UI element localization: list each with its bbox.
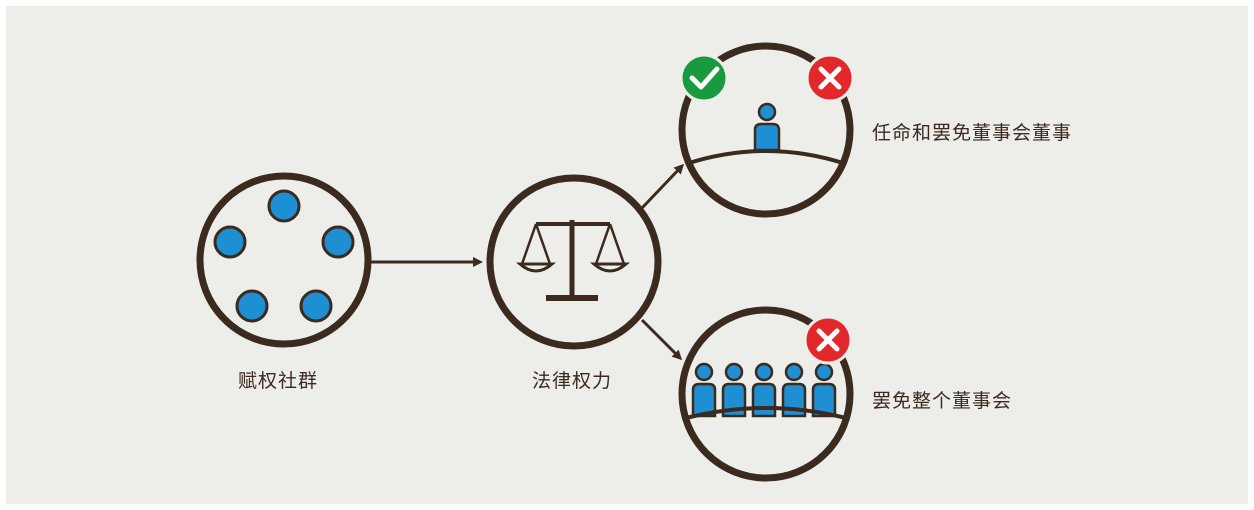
diagram-canvas: 赋权社群 法律权力 任命和罢免董事会董事 罢免整个董事会 xyxy=(6,6,1248,504)
remove-board-label: 罢免整个董事会 xyxy=(872,390,1013,412)
board-member xyxy=(691,362,717,418)
remove-node xyxy=(678,306,854,482)
community-node xyxy=(196,172,372,348)
diagram-svg xyxy=(196,42,855,482)
appoint-remove-directors-label: 任命和罢免董事会董事 xyxy=(872,122,1073,144)
community-label: 赋权社群 xyxy=(238,370,319,392)
cross-icon xyxy=(803,315,853,365)
arrow-legal-to-remove xyxy=(640,318,683,361)
board-member xyxy=(811,362,837,418)
legal-node xyxy=(486,174,662,350)
legal-power-label: 法律权力 xyxy=(532,370,613,392)
appoint-node xyxy=(678,42,855,218)
people-circle-icon xyxy=(213,189,355,323)
scales-icon xyxy=(516,220,630,301)
cross-icon xyxy=(805,53,855,103)
board-member xyxy=(721,362,747,418)
single-director-icon xyxy=(753,102,781,152)
arrow-legal-to-appoint xyxy=(640,163,685,210)
check-icon xyxy=(679,53,729,103)
